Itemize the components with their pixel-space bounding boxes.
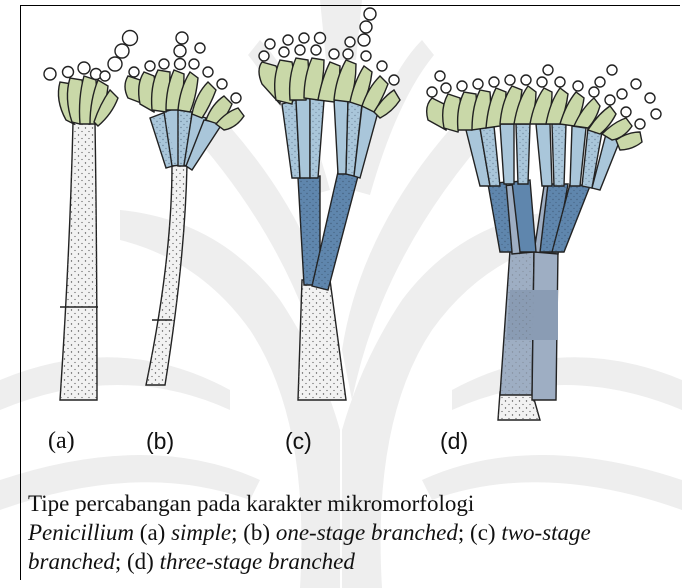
conidiophore-d xyxy=(427,65,661,420)
caption-text-d: three-stage branched xyxy=(160,549,355,574)
conidiophore-c xyxy=(259,8,400,400)
caption-text-b: one-stage branched xyxy=(276,520,458,545)
label-b: (b) xyxy=(146,428,174,455)
caption-intro: Tipe percabangan pada karakter mikromorf… xyxy=(28,491,474,516)
phialides-a xyxy=(58,76,118,126)
caption-label-c: ; (c) xyxy=(458,520,501,545)
caption-label-a: (a) xyxy=(134,520,171,545)
caption-genus: Penicillium xyxy=(28,520,134,545)
figure-caption: Tipe percabangan pada karakter mikromorf… xyxy=(28,489,668,576)
label-d: (d) xyxy=(440,428,468,455)
conidiophore-b xyxy=(125,32,244,385)
caption-label-d: ; (d) xyxy=(115,549,160,574)
label-a: (a) xyxy=(48,428,75,455)
label-c: (c) xyxy=(285,428,312,455)
caption-label-b: ; (b) xyxy=(231,520,276,545)
conidiophore-a xyxy=(44,31,138,401)
conidia-a xyxy=(44,31,138,82)
caption-text-a: simple xyxy=(171,520,231,545)
